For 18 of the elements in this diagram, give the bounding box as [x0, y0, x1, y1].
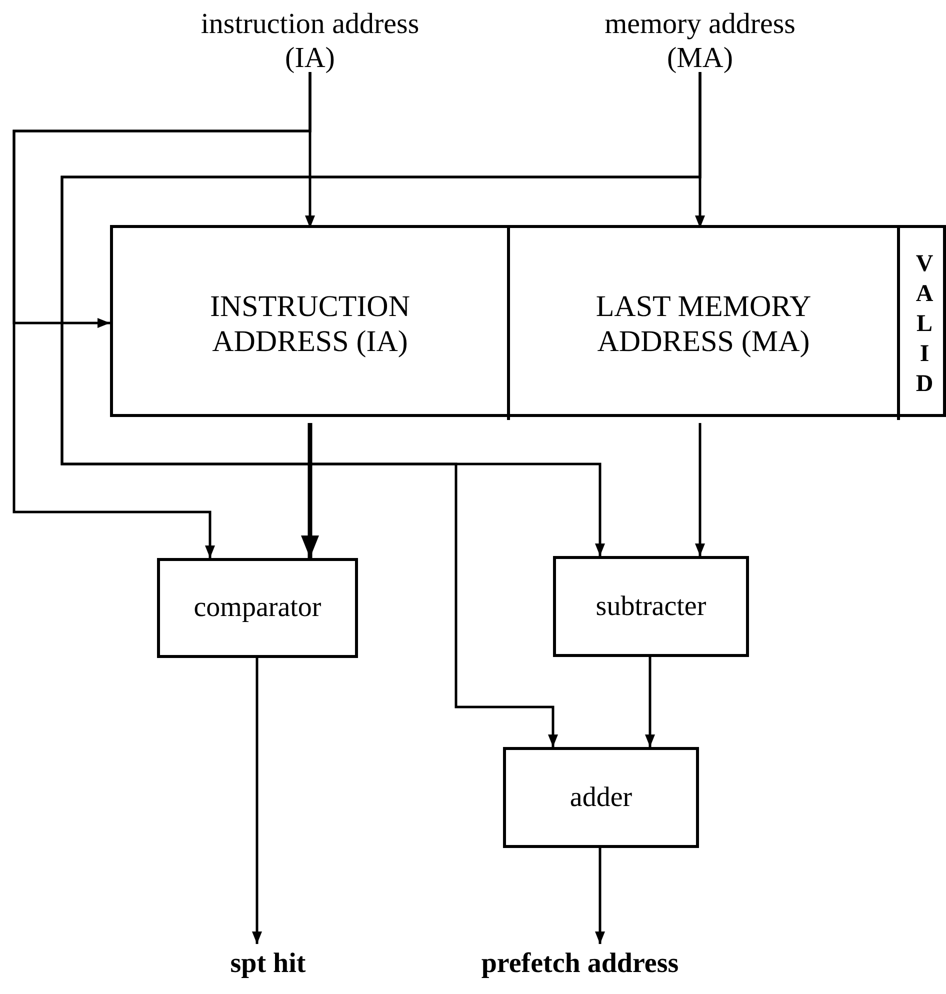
arrow [301, 423, 319, 558]
arrow [60, 72, 702, 747]
arrow [595, 848, 605, 944]
function-block: comparator [157, 558, 358, 658]
signal-label: prefetch address [481, 947, 679, 981]
register-field: INSTRUCTION ADDRESS (IA) [113, 228, 510, 420]
signal-label: memory address (MA) [604, 6, 796, 76]
arrow [645, 657, 655, 747]
arrow [12, 72, 312, 558]
arrow [695, 423, 705, 556]
arrow [252, 658, 262, 944]
register-box [110, 225, 946, 417]
function-block: adder [503, 747, 699, 848]
signal-label: spt hit [230, 947, 306, 981]
register-field: LAST MEMORY ADDRESS (MA) [510, 228, 900, 420]
signal-label: instruction address (IA) [200, 6, 420, 76]
valid-bit-field: VALID [900, 228, 946, 420]
function-block: subtracter [553, 556, 749, 657]
